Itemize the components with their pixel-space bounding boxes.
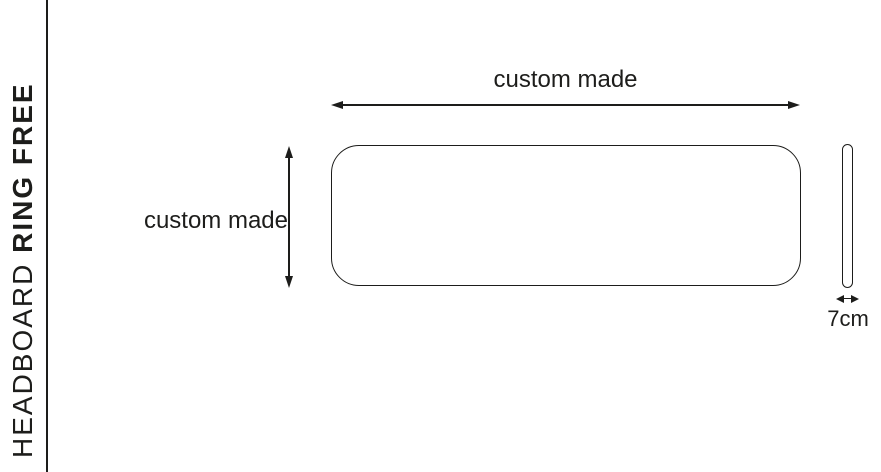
width-dimension-label: custom made (493, 66, 638, 93)
depth-dimension-label: 7cm (827, 306, 869, 331)
arrowhead-right-icon (788, 101, 800, 109)
headboard-side-view (842, 144, 853, 288)
arrow-shaft (288, 158, 290, 276)
height-dimension-label: custom made (143, 207, 288, 234)
product-title: HEADBOARD RING FREE (0, 0, 46, 472)
arrowhead-left-icon (331, 101, 343, 109)
depth-dimension-arrow (836, 294, 859, 303)
height-dimension-arrow (285, 146, 293, 288)
arrowhead-down-icon (285, 276, 293, 288)
arrowhead-right-icon (851, 294, 859, 303)
headboard-front-view (331, 145, 801, 286)
arrowhead-left-icon (836, 294, 844, 303)
width-dimension-arrow (331, 101, 800, 109)
vertical-divider (46, 0, 48, 472)
arrow-shaft (343, 104, 788, 106)
arrowhead-up-icon (285, 146, 293, 158)
product-name-label: RING FREE (7, 82, 38, 253)
product-line-label: HEADBOARD (7, 252, 38, 458)
arrow-shaft (844, 297, 851, 300)
